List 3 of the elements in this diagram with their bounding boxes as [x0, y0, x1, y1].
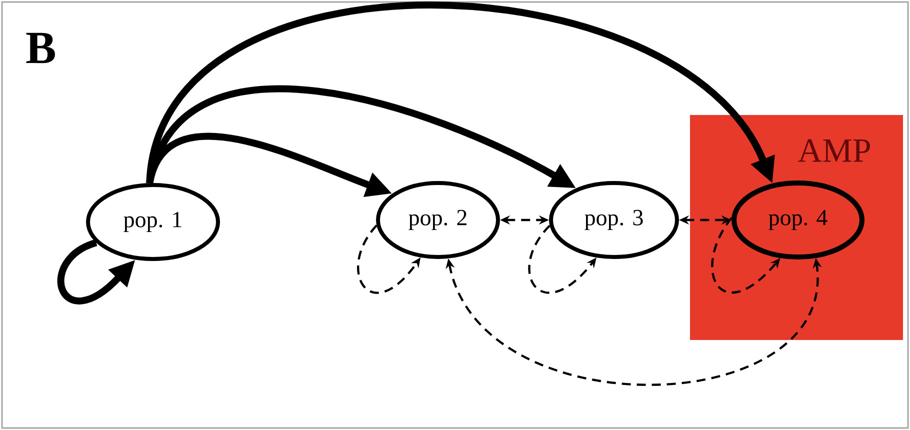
arrow: [528, 224, 596, 294]
arrow: [146, 2, 775, 184]
panel-letter: B: [26, 32, 55, 64]
